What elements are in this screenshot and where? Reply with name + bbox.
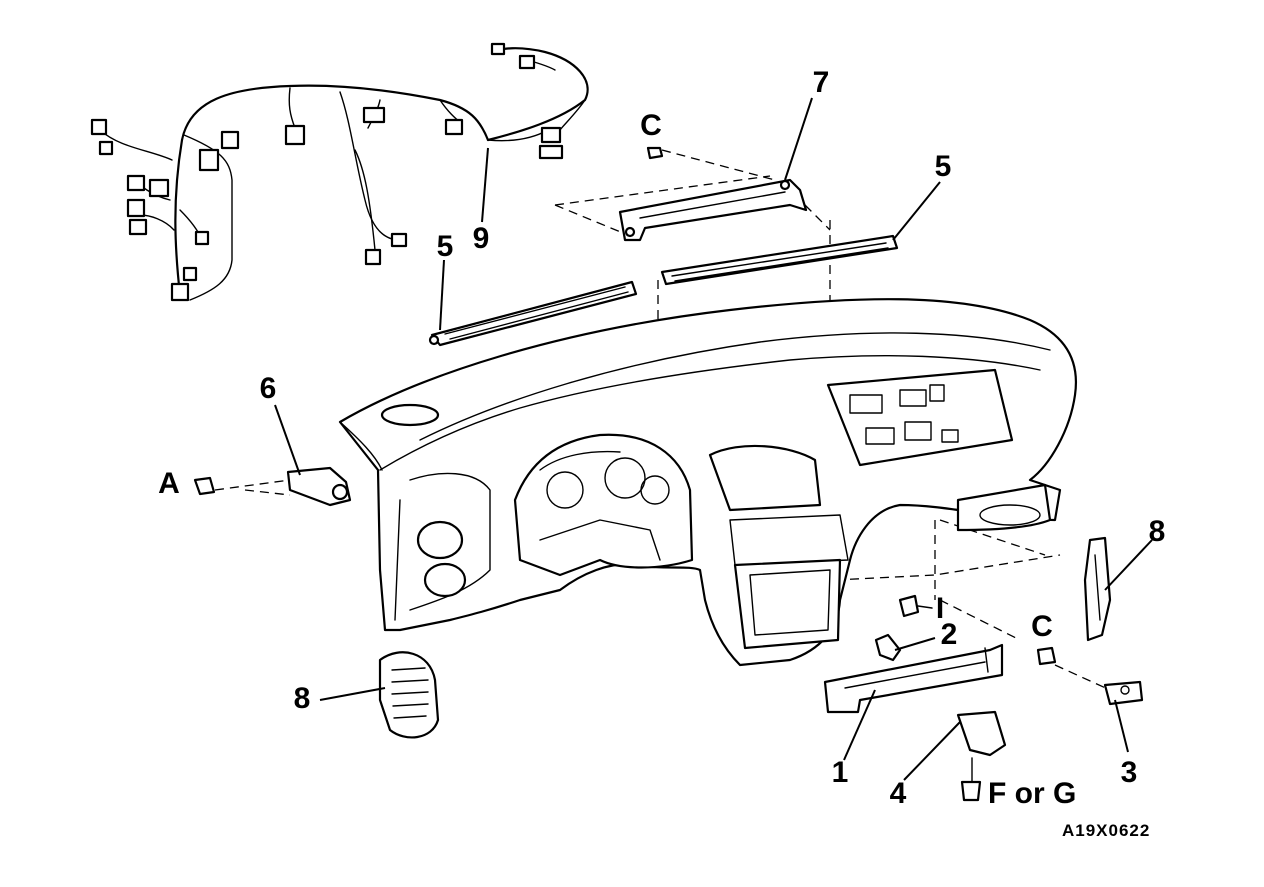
callout-8-right: 8 xyxy=(1149,515,1166,548)
side-bracket-6 xyxy=(193,466,352,507)
diagram-code: A19X0622 xyxy=(1062,821,1150,840)
defroster-grille-right xyxy=(660,234,899,286)
connector-icon xyxy=(364,248,382,266)
connector-icon xyxy=(182,266,198,282)
callout-leaders xyxy=(274,97,1153,781)
connector-icon xyxy=(490,42,506,56)
clip-c-icon xyxy=(646,146,664,160)
callout-3: 3 xyxy=(1121,756,1138,789)
connector-icon xyxy=(220,130,240,150)
callout-6: 6 xyxy=(260,372,277,405)
defroster-grille-left xyxy=(428,280,638,347)
bolt-a-icon xyxy=(193,476,216,496)
connector-icon xyxy=(148,178,170,198)
dash-bracket xyxy=(618,146,808,242)
callout-F-or-G: F or G xyxy=(988,777,1076,810)
connector-icon xyxy=(90,118,108,136)
bolt-fg-icon xyxy=(960,780,982,802)
connector-icon xyxy=(362,106,386,124)
connector-icon xyxy=(126,174,146,192)
connector-icon xyxy=(284,124,306,146)
connector-icon xyxy=(194,230,210,246)
callout-5-left: 5 xyxy=(437,230,454,263)
callout-7: 7 xyxy=(813,66,830,99)
screw-i xyxy=(898,594,933,618)
duct-8-right xyxy=(1083,536,1112,642)
callout-A: A xyxy=(158,467,180,500)
bracket-3 xyxy=(1103,680,1144,706)
wiring-harness xyxy=(90,42,589,302)
connector-icon xyxy=(170,282,190,302)
callout-1: 1 xyxy=(832,756,849,789)
vent-grille-8-left xyxy=(378,651,440,739)
bolt-c-right xyxy=(1036,646,1057,666)
connector-icon xyxy=(98,140,114,156)
connector-icon xyxy=(518,54,536,70)
connector-icon xyxy=(444,118,464,136)
callout-4: 4 xyxy=(890,777,907,810)
connector-icon xyxy=(128,218,148,236)
callout-9: 9 xyxy=(473,222,490,255)
connector-icon xyxy=(126,198,146,218)
callout-5-right: 5 xyxy=(935,150,952,183)
callout-2: 2 xyxy=(941,618,958,651)
connector-icon xyxy=(198,148,220,172)
callout-8-left: 8 xyxy=(294,682,311,715)
instrument-panel xyxy=(338,298,1077,667)
clip-2 xyxy=(874,633,902,662)
bolt-c-icon xyxy=(1036,646,1057,666)
connector-icon xyxy=(390,232,408,248)
callout-I: I xyxy=(936,592,944,625)
connector-icon xyxy=(538,144,564,160)
lower-bracket-1 xyxy=(823,643,1004,714)
connector-icon xyxy=(540,126,562,144)
callout-C-top: C xyxy=(640,109,662,142)
bracket-4 xyxy=(956,710,1007,802)
callout-C-right: C xyxy=(1031,610,1053,643)
